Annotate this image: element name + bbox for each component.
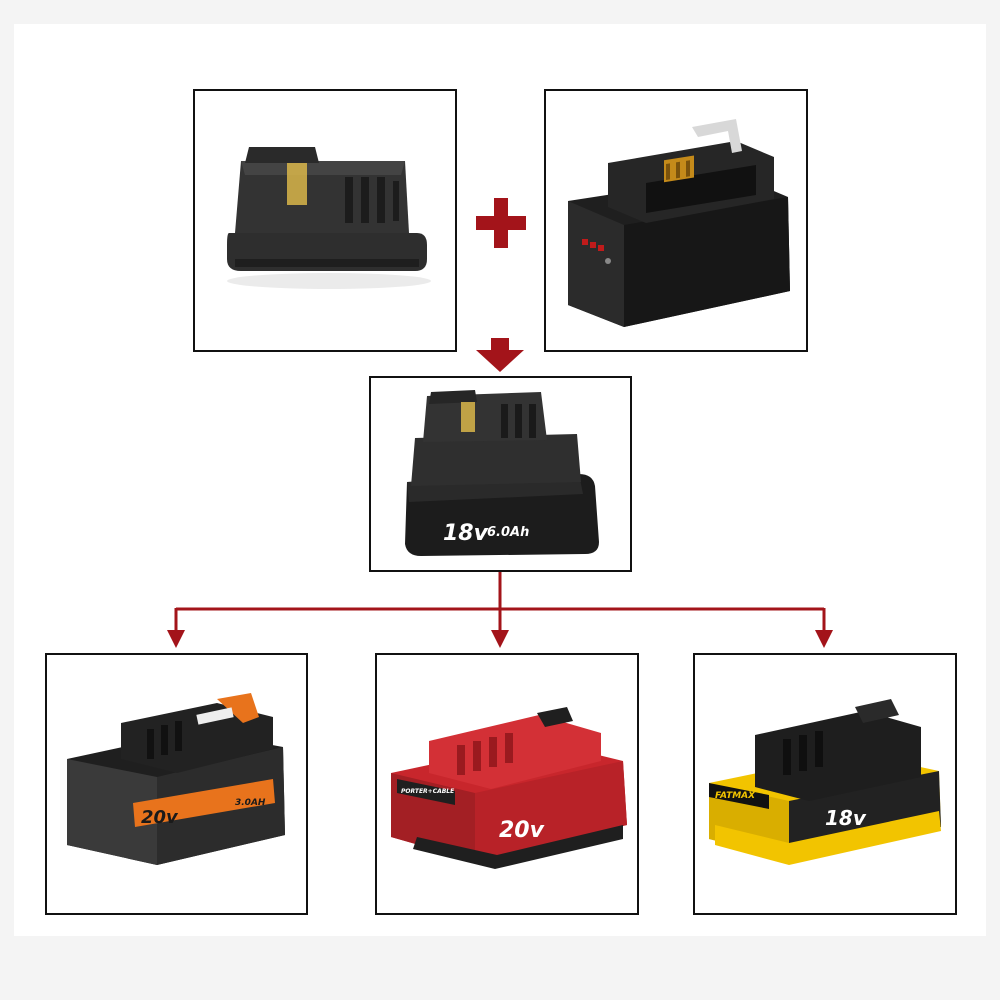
combined-panel: 18v 6.0Ah <box>369 376 632 572</box>
volt-label: 18v <box>825 806 867 830</box>
portercable-battery-image: PORTER+CABLE 20v <box>391 707 627 869</box>
blackdecker-battery-image: 20v 3.0AH <box>67 693 285 865</box>
brand-label: PORTER+CABLE <box>401 788 455 795</box>
volt-label: 18v <box>443 521 489 546</box>
capacity-label: 6.0Ah <box>487 525 529 540</box>
volt-label: 20v <box>499 818 545 843</box>
source-battery-panel <box>544 89 808 352</box>
plus-icon <box>476 198 526 248</box>
portercable-panel: PORTER+CABLE 20v <box>375 653 639 915</box>
stanley-battery-image: FATMAX 18v <box>709 699 941 865</box>
combined-image: 18v 6.0Ah <box>405 390 599 556</box>
volt-label: 20v <box>141 807 179 828</box>
capacity-label: 3.0AH <box>235 798 266 808</box>
adapter-panel <box>193 89 457 352</box>
adapter-image <box>227 147 431 289</box>
blackdecker-panel: 20v 3.0AH <box>45 653 308 915</box>
brand-label: FATMAX <box>715 791 756 801</box>
stanley-panel: FATMAX 18v <box>693 653 957 915</box>
source-battery-image <box>568 119 790 327</box>
